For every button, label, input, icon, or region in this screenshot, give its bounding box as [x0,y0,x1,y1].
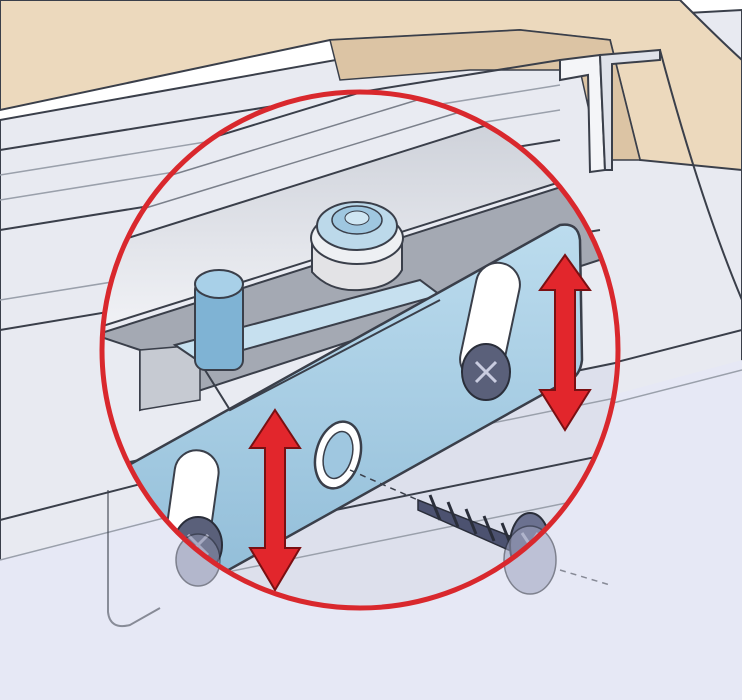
adjustment-arrow-icon [248,253,592,592]
magnifier-circle-icon [99,89,621,611]
faded-continuation [107,490,611,628]
guide-pin [194,269,244,371]
screw-head-right [461,343,511,401]
roller-wheel [310,201,404,292]
magnified-detail [102,92,618,608]
